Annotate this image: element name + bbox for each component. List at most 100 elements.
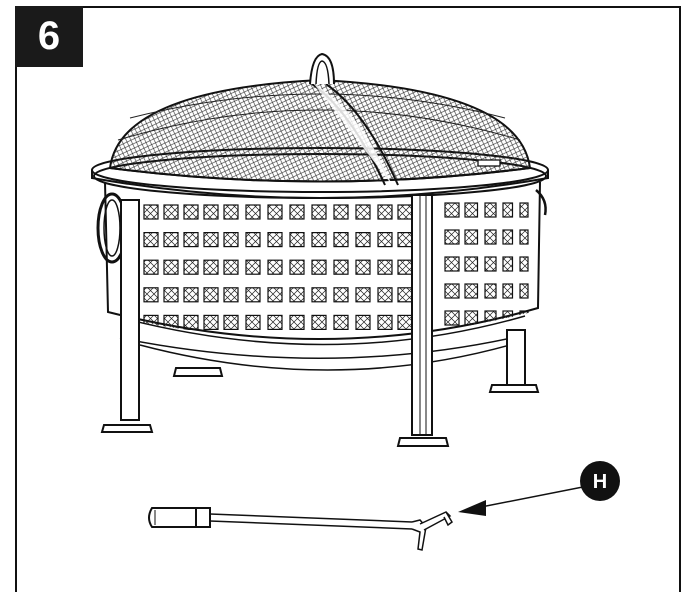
cutout-square [311,287,327,303]
cutout-square [377,314,393,330]
cutout-square [355,204,371,220]
cutout-square [245,259,261,275]
cutout-square [333,314,349,330]
cutout-square [444,283,460,299]
step-number: 6 [37,14,61,58]
cutout-square [143,232,159,248]
cutout-square [267,259,283,275]
cutout-square [484,202,497,218]
cutout-square [311,204,327,220]
cutout-square [223,232,239,248]
cutout-square [519,229,529,245]
cutout-square [203,204,219,220]
cutout-square [223,287,239,303]
cutout-square [355,259,371,275]
cutout-square [267,204,283,220]
cutout-square [444,202,460,218]
cutout-square [289,204,305,220]
cutout-square [355,314,371,330]
cutout-square [397,204,413,220]
cutout-square [183,259,199,275]
cutout-square [333,259,349,275]
right-handle [535,189,547,216]
cutout-square [519,256,529,272]
callout-circle [580,461,620,501]
step-number-badge: 6 [15,6,83,67]
cutout-square [223,314,239,330]
cutout-square [502,283,514,299]
cutout-square [464,256,479,272]
cutout-square [289,287,305,303]
cutout-square [464,310,479,326]
cutout-square [183,314,199,330]
cutout-square [143,204,159,220]
cutout-square [519,310,529,326]
leg-front-left [100,199,154,433]
cutout-square [203,259,219,275]
cutout-square [397,259,413,275]
cutout-square [502,310,514,326]
cutout-square [245,232,261,248]
cutout-square [333,204,349,220]
cutout-square [377,287,393,303]
cutout-square [484,229,497,245]
cutout-square [163,314,179,330]
cutout-square [289,232,305,248]
cutout-square [484,283,497,299]
cutout-square [355,232,371,248]
cutout-square [289,259,305,275]
fire-pit-bowl [104,181,541,371]
cutout-square [377,204,393,220]
leg-back-right [488,329,540,393]
leg-back-left [172,367,224,377]
cutout-square [444,310,460,326]
cutout-square [143,287,159,303]
cutout-square [464,283,479,299]
cutout-square [464,202,479,218]
cutout-square [245,204,261,220]
cutout-square [444,229,460,245]
cutout-square [311,232,327,248]
cutout-square [355,287,371,303]
cutout-square [245,314,261,330]
leg-front-center [396,194,450,447]
cutout-square [484,310,497,326]
cutout-square [163,232,179,248]
cutout-square [163,259,179,275]
spark-screen-dome [108,52,532,186]
cutout-square [333,232,349,248]
cutout-square [444,256,460,272]
cutout-square [484,256,497,272]
cutout-square [289,314,305,330]
cutout-square [223,204,239,220]
cutout-square [203,232,219,248]
callout-label: H [593,471,607,493]
cutout-square [464,229,479,245]
cutout-square [223,259,239,275]
cutout-square [163,204,179,220]
cutout-square [397,232,413,248]
cutout-square [183,232,199,248]
cutout-square [333,287,349,303]
cutout-square [502,202,514,218]
cutout-square [377,259,393,275]
part-callout: H [458,461,620,516]
cutout-square [519,202,529,218]
cutout-square [267,314,283,330]
cutout-square [203,314,219,330]
cutout-square [397,287,413,303]
callout-arrowhead [458,500,486,516]
cutout-square [183,287,199,303]
cutout-square [519,283,529,299]
fire-poker-tool [148,507,453,551]
cutout-square [311,314,327,330]
cutout-square [163,287,179,303]
cutout-square [377,232,393,248]
cutout-square [502,256,514,272]
cutout-square [245,287,261,303]
cutout-square [502,229,514,245]
cutout-square [143,259,159,275]
cutout-square [311,259,327,275]
cutout-square [183,204,199,220]
cutout-square [203,287,219,303]
